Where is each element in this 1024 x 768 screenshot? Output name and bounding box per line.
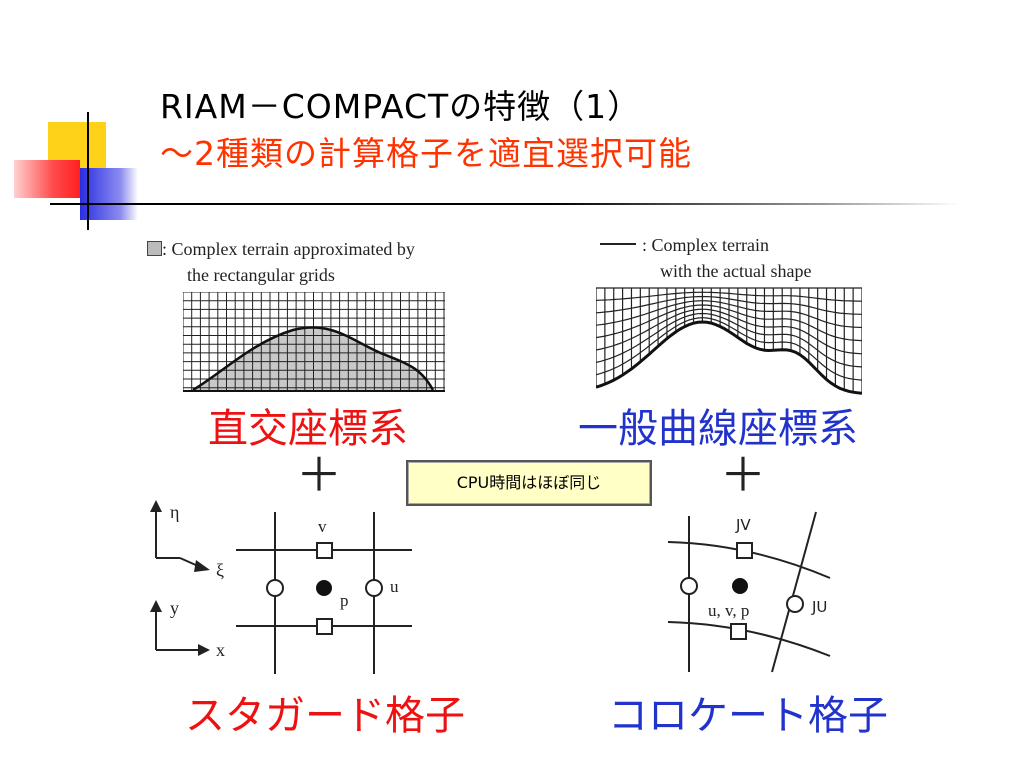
v-node-top (316, 542, 333, 559)
slide-title: RIAM－COMPACTの特徴（1） (160, 87, 642, 126)
plus-right: ＋ (720, 448, 766, 502)
var-uvp-label: u, v, p (708, 601, 749, 620)
collocated-label: コロケート格子 (608, 693, 888, 739)
legend-line-swatch (600, 243, 636, 245)
right-legend-line2: with the actual shape (660, 261, 812, 281)
terrain-outline (192, 326, 435, 392)
left-legend: : Complex terrain approximated by the re… (147, 236, 415, 288)
var-p-label: p (340, 591, 349, 610)
staggered-label: スタガード格子 (185, 693, 465, 739)
jv-node (736, 542, 753, 559)
curvilinear-grid-figure (596, 287, 862, 395)
right-legend: : Complex terrain with the actual shape (600, 232, 811, 284)
cpu-time-note: CPU時間はほぼ同じ (406, 460, 652, 506)
u-node-left (266, 579, 284, 597)
u-node-left (680, 577, 698, 595)
curvilinear-label: 一般曲線座標系 (578, 406, 858, 452)
curv-grid-lines (596, 287, 862, 394)
u-node-right (365, 579, 383, 597)
var-v-label: v (318, 517, 327, 536)
v-node-lower (730, 623, 747, 640)
collocated-grid-diagram: JV JU u, v, p (667, 511, 831, 673)
axis-y-label: y (170, 598, 179, 618)
rectangular-grid-figure (183, 292, 445, 392)
cartesian-label: 直交座標系 (208, 406, 408, 452)
p-node (316, 580, 332, 596)
ju-node (786, 595, 804, 613)
slide-subtitle: ～2種類の計算格子を適宜選択可能 (160, 134, 692, 173)
decor-red-block (14, 160, 80, 198)
var-u-label: u (390, 577, 399, 596)
axis-xi-label: ξ (216, 560, 224, 580)
uvp-node (732, 578, 748, 594)
var-ju-label: JU (811, 598, 827, 616)
var-jv-label: JV (735, 516, 751, 534)
eta-xi-axes (150, 500, 210, 572)
x-y-axes (150, 600, 210, 656)
terrain-outline (596, 320, 862, 395)
v-node-bottom (316, 618, 333, 635)
plus-left: ＋ (296, 448, 342, 502)
legend-hatched-swatch (147, 241, 162, 256)
decor-horizontal-line (50, 203, 960, 205)
staggered-grid-diagram: η ξ y x v u p (150, 500, 412, 674)
left-legend-line1: : Complex terrain approximated by (162, 239, 415, 259)
decor-blue-block (80, 168, 138, 220)
axis-x-label: x (216, 640, 225, 660)
axis-eta-label: η (170, 502, 179, 522)
decor-vertical-line (87, 112, 89, 230)
left-legend-line2: the rectangular grids (187, 265, 335, 285)
right-legend-line1: : Complex terrain (642, 235, 769, 255)
